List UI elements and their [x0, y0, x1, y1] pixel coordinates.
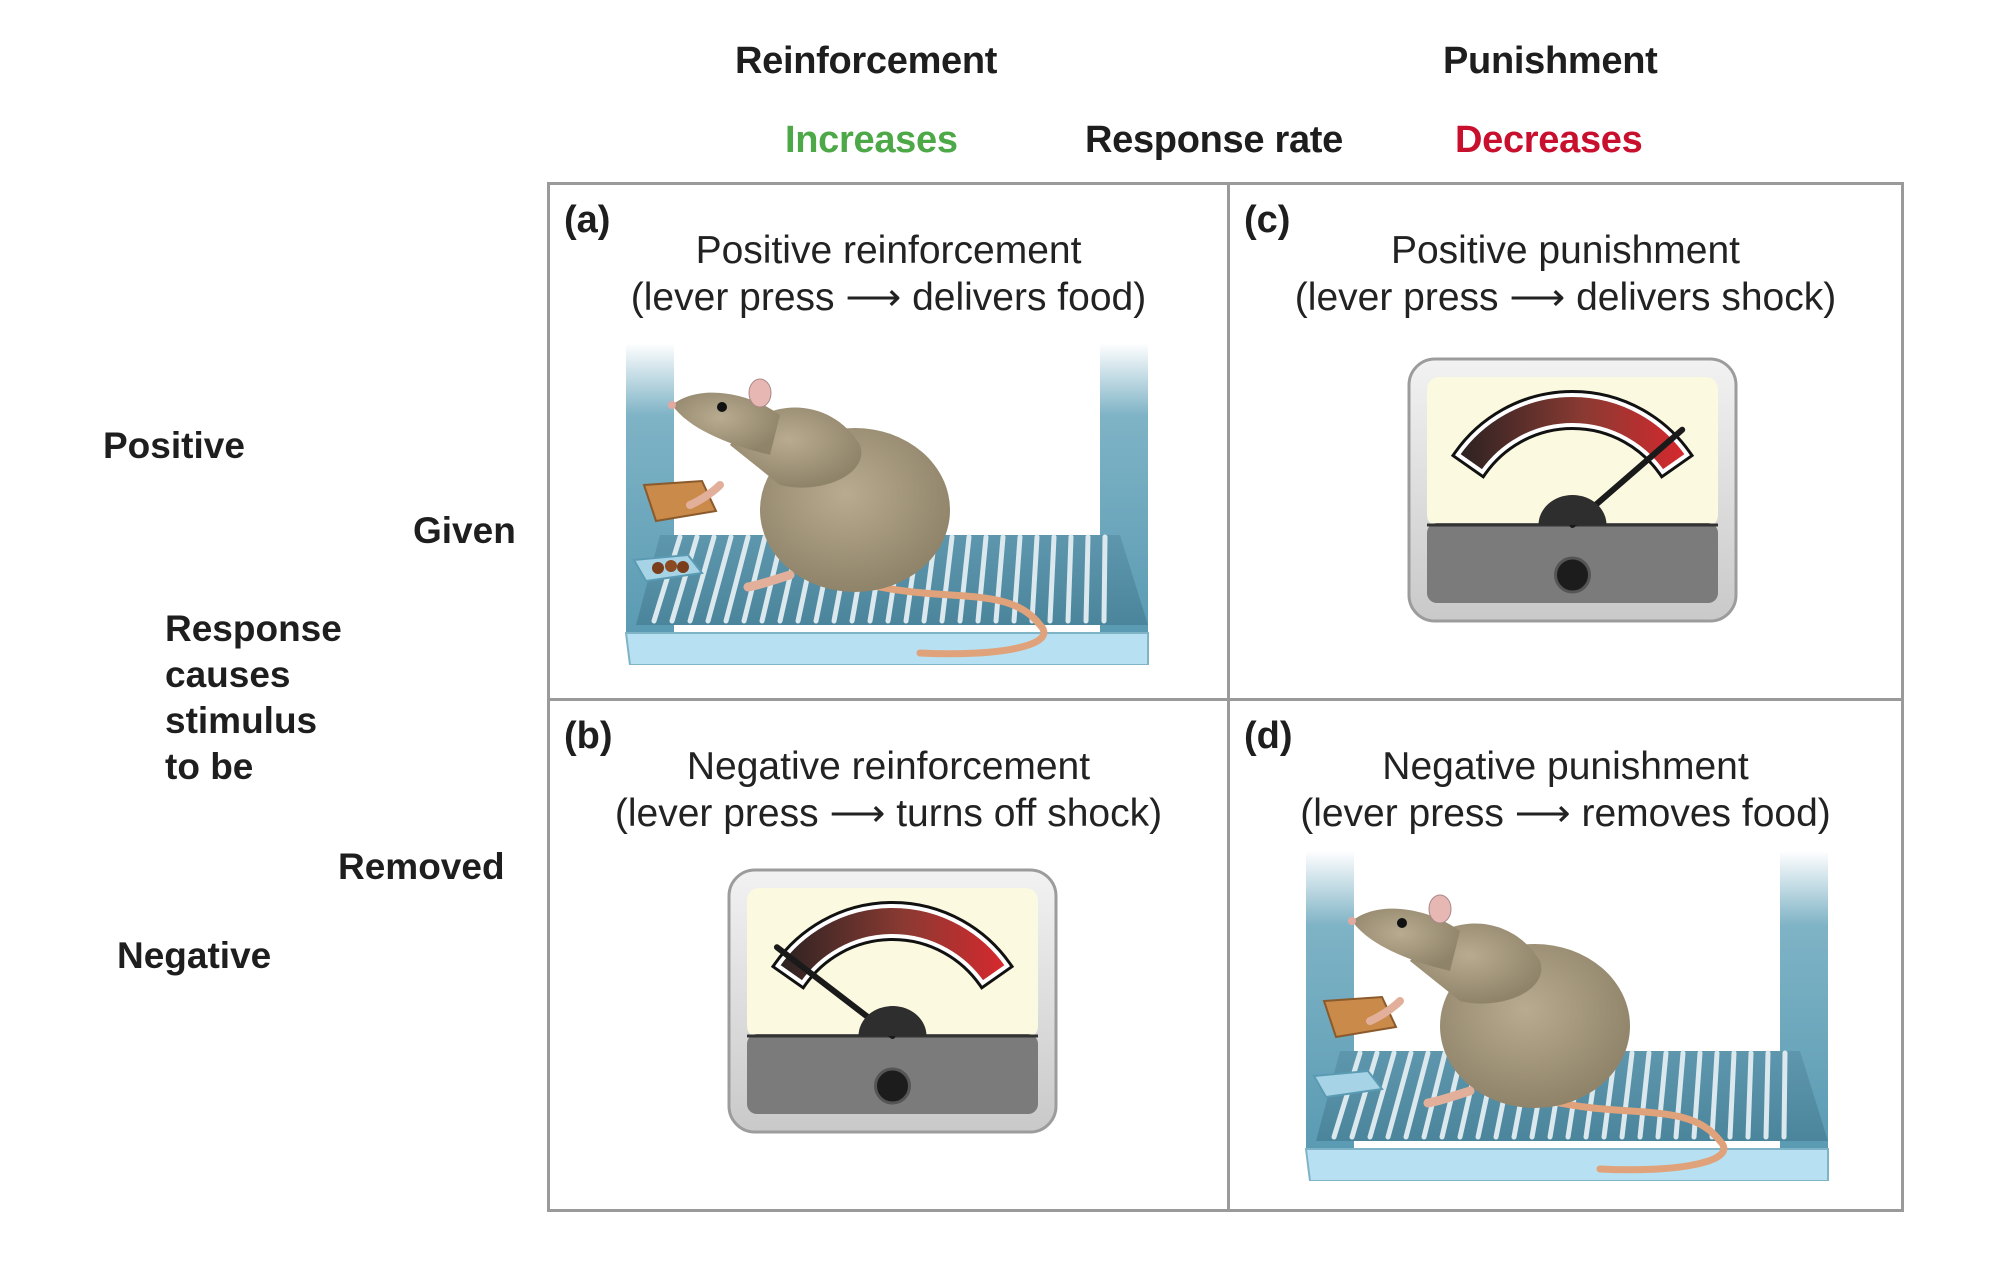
cell-title-main: Negative reinforcement [686, 745, 1091, 788]
cell-title-sub: (lever press ⟶ delivers shock) [1294, 276, 1837, 319]
rat [668, 378, 1048, 658]
lever [1322, 995, 1398, 1039]
response-rate-label: Response rate [1085, 119, 1343, 161]
response-causes-line: stimulus [165, 700, 318, 741]
cell-letter: (d) [1244, 715, 1293, 757]
shock-meter-illustration [725, 866, 1060, 1141]
contingency-grid: (a) Positive reinforcement (lever press … [547, 182, 1904, 1212]
cell-letter: (a) [564, 199, 611, 241]
column-header-reinforcement: Reinforcement [735, 40, 998, 82]
cell-title-sub: (lever press ⟶ delivers food) [630, 276, 1147, 319]
cell-title-sub: (lever press ⟶ turns off shock) [614, 792, 1163, 835]
cell-title: Negative punishment (lever press ⟶ remov… [1230, 743, 1901, 837]
meter-knob [874, 1067, 911, 1105]
cell-negative-reinforcement: (b) Negative reinforcement (lever press … [550, 701, 1227, 1209]
cell-title-sub: (lever press ⟶ removes food) [1300, 792, 1831, 835]
column-header-punishment: Punishment [1443, 40, 1658, 82]
cell-letter: (b) [564, 715, 613, 757]
removed-label: Removed [338, 846, 505, 887]
chamber-base [624, 632, 1149, 666]
food-pellets [652, 560, 689, 574]
cell-title: Positive punishment (lever press ⟶ deliv… [1230, 227, 1901, 321]
cell-positive-punishment: (c) Positive punishment (lever press ⟶ d… [1230, 185, 1901, 698]
rat-chamber-food-svg [624, 343, 1149, 666]
meter-pivot [1538, 495, 1607, 525]
row-label-positive: Positive [103, 425, 245, 466]
cell-title-main: Negative punishment [1382, 745, 1749, 788]
shock-meter-svg [727, 868, 1058, 1134]
cell-title-main: Positive punishment [1390, 229, 1741, 272]
cell-title-main: Positive reinforcement [695, 229, 1082, 272]
cell-title: Positive reinforcement (lever press ⟶ de… [550, 227, 1227, 321]
response-causes-line: causes [165, 654, 291, 695]
rat [1348, 894, 1728, 1174]
operant-chamber-illustration [1300, 851, 1840, 1186]
shock-meter-svg [1407, 357, 1738, 623]
response-causes-line: Response [165, 608, 342, 649]
response-causes-label: Response causes stimulus to be [165, 606, 425, 790]
response-causes-line: to be [165, 746, 254, 787]
cell-negative-punishment: (d) Negative punishment (lever press ⟶ r… [1230, 701, 1901, 1209]
meter-scale-arc [775, 904, 1010, 986]
cell-title: Negative reinforcement (lever press ⟶ tu… [550, 743, 1227, 837]
operant-chamber-illustration [620, 335, 1160, 670]
grid-horizontal-divider [550, 698, 1901, 701]
meter-pivot [858, 1006, 927, 1036]
row-label-negative: Negative [117, 935, 272, 976]
shock-meter-illustration [1405, 355, 1740, 630]
decreases-label: Decreases [1455, 119, 1643, 161]
cell-positive-reinforcement: (a) Positive reinforcement (lever press … [550, 185, 1227, 698]
chamber-base [1304, 1148, 1829, 1182]
empty-food-tray [1312, 1069, 1384, 1099]
grid-vertical-divider [1227, 185, 1230, 1209]
rat-chamber-empty-svg [1304, 851, 1829, 1182]
increases-label: Increases [785, 119, 958, 161]
meter-knob [1554, 556, 1591, 594]
cell-letter: (c) [1244, 199, 1291, 241]
given-label: Given [413, 510, 516, 551]
meter-scale-arc [1455, 393, 1690, 475]
lever [642, 479, 718, 523]
